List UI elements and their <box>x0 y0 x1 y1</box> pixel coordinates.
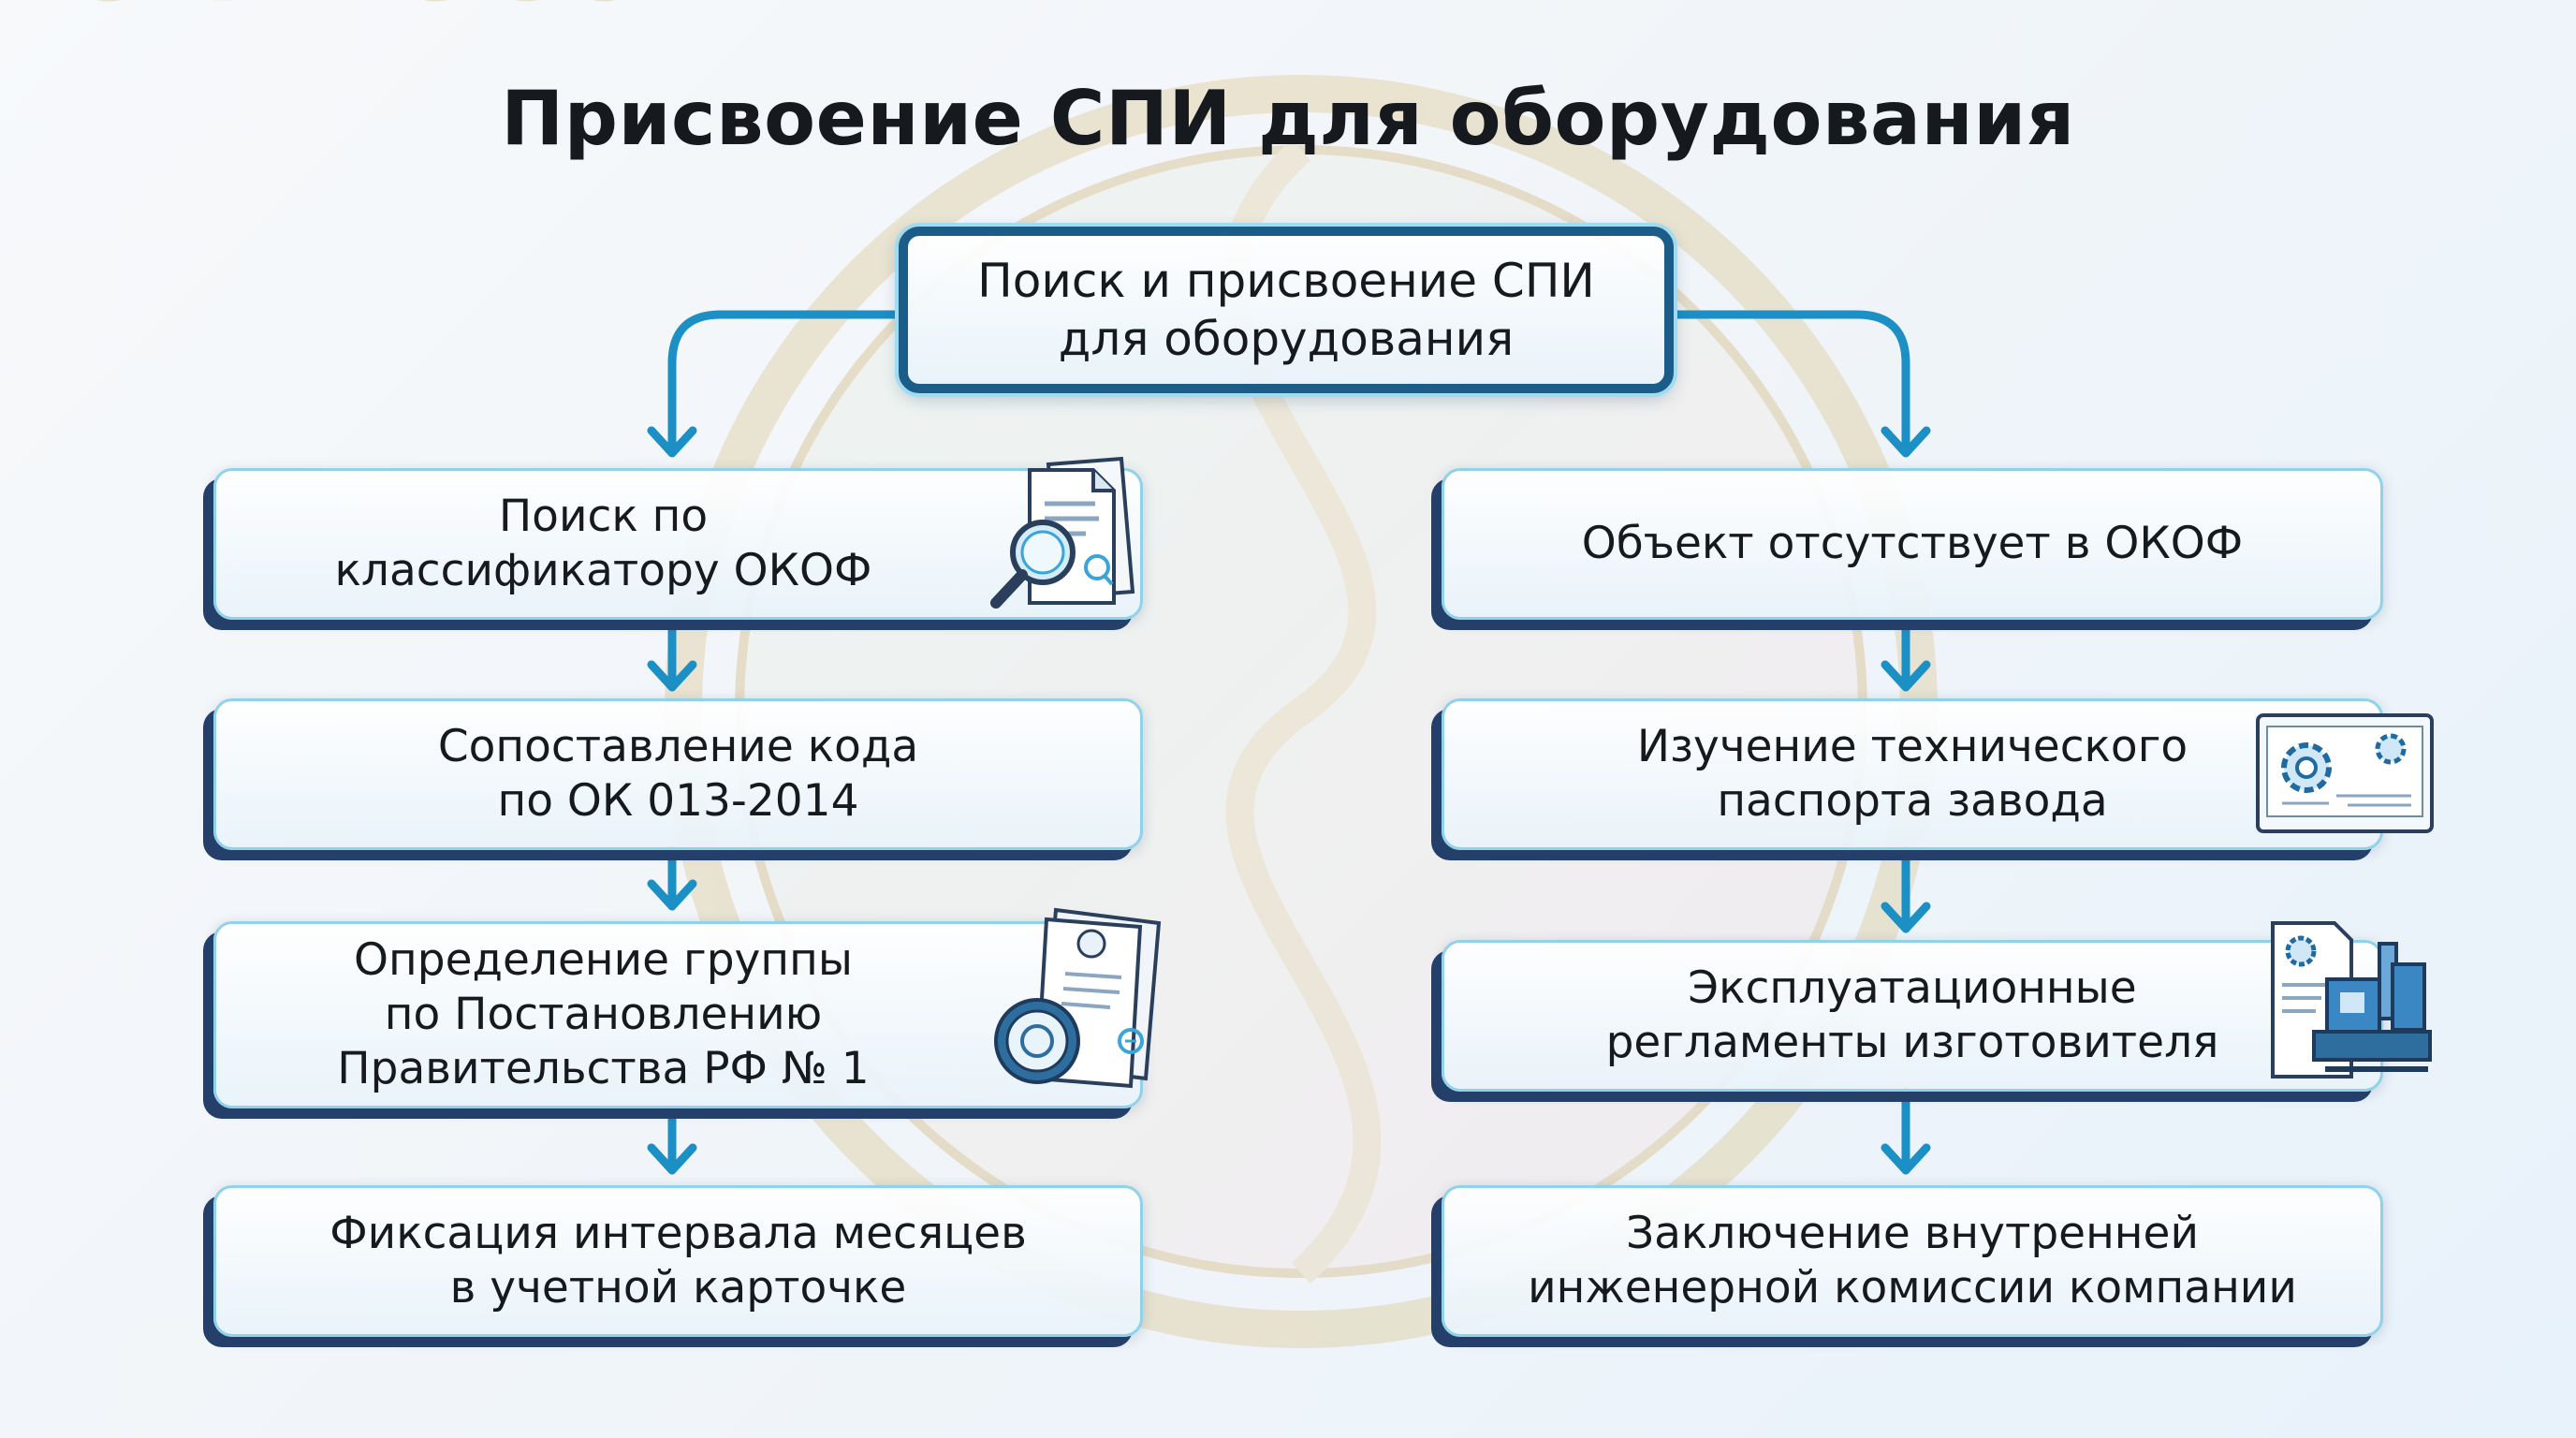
manual-machine-icon <box>2271 921 2432 1078</box>
left-step-2-label: Сопоставление кода по ОК 013-2014 <box>437 721 919 827</box>
arrowhead-root-left <box>647 426 697 458</box>
official-document-seal-icon <box>994 907 1162 1089</box>
arrowhead-left-2 <box>647 879 697 911</box>
right-step-3: Эксплуатационные регламенты изготовителя <box>1442 940 2383 1092</box>
right-step-2-label: Изучение технического паспорта завода <box>1636 721 2188 827</box>
watermark-logo: КУЛЬТПРОСВЕТ KULTPROFIT <box>0 0 1938 1348</box>
right-step-1-label: Объект отсутствует в ОКОФ <box>1581 518 2244 569</box>
left-step-1: Поиск по классификатору ОКОФ <box>213 468 1143 620</box>
arrowhead-root-right <box>1881 426 1931 458</box>
page-title: Присвоение СПИ для оборудования <box>501 75 2075 162</box>
right-step-4-label: Заключение внутренней инженерной комисси… <box>1528 1208 2297 1313</box>
right-step-4: Заключение внутренней инженерной комисси… <box>1442 1185 2383 1337</box>
arrowhead-right-3 <box>1881 1143 1931 1175</box>
right-step-3-label: Эксплуатационные регламенты изготовителя <box>1605 962 2219 1068</box>
left-step-2: Сопоставление кода по ОК 013-2014 <box>213 698 1143 850</box>
watermark-bottom-text: KULTPROFIT <box>0 0 637 22</box>
connector-root-right <box>1669 310 1910 456</box>
arrowhead-left-1 <box>647 660 697 692</box>
left-step-4-label: Фиксация интервала месяцев в учетной кар… <box>329 1208 1027 1313</box>
watermark-top-text: КУЛЬТПРОСВЕТ <box>0 0 822 22</box>
arrowhead-right-2 <box>1881 902 1931 933</box>
root-node: Поиск и присвоение СПИ для оборудования <box>899 227 1674 393</box>
connector-root-left <box>667 310 903 456</box>
arrowhead-right-1 <box>1881 660 1931 692</box>
document-search-icon <box>990 456 1135 609</box>
root-node-label: Поиск и присвоение СПИ для оборудования <box>977 254 1595 366</box>
left-step-3-label: Определение группы по Постановлению Прав… <box>337 934 870 1094</box>
left-step-1-label: Поиск по классификатору ОКОФ <box>334 491 872 596</box>
left-step-3: Определение группы по Постановлению Прав… <box>213 921 1143 1108</box>
connector-layer <box>647 310 1931 1175</box>
technical-blueprint-icon <box>2256 713 2434 833</box>
right-step-2: Изучение технического паспорта завода <box>1442 698 2383 850</box>
right-step-1: Объект отсутствует в ОКОФ <box>1442 468 2383 620</box>
left-step-4: Фиксация интервала месяцев в учетной кар… <box>213 1185 1143 1337</box>
arrowhead-left-3 <box>647 1143 697 1175</box>
